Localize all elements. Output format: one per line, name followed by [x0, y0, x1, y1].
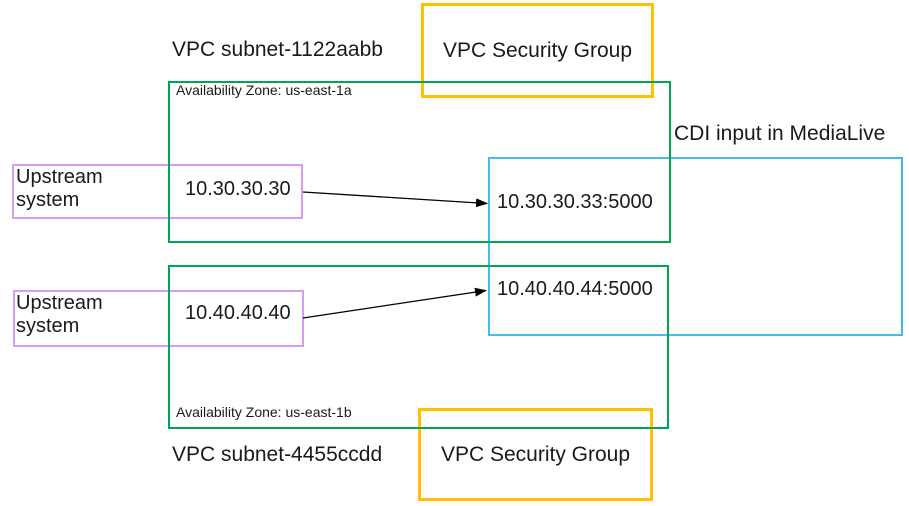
security-group-top-label: VPC Security Group	[442, 38, 633, 62]
upstream-system-a-box	[12, 164, 303, 219]
upstream-a-ip: 10.30.30.30	[185, 178, 291, 200]
security-group-bottom-box: VPC Security Group	[418, 408, 653, 501]
security-group-bottom-label: VPC Security Group	[440, 442, 631, 466]
upstream-system-b-label: Upstream system	[16, 292, 103, 337]
cdi-endpoint-a: 10.30.30.33:5000	[497, 191, 653, 213]
subnet-b-box	[168, 265, 669, 429]
subnet-b-availability-zone: Availability Zone: us-east-1b	[176, 404, 352, 420]
security-group-top-box: VPC Security Group	[421, 3, 654, 98]
upstream-system-a-label: Upstream system	[16, 166, 103, 211]
cdi-input-label: CDI input in MediaLive	[674, 122, 886, 145]
subnet-a-availability-zone: Availability Zone: us-east-1a	[176, 82, 352, 98]
cdi-input-box	[488, 157, 903, 336]
subnet-a-label: VPC subnet-1122aabb	[172, 38, 383, 61]
subnet-a-box	[168, 81, 671, 243]
subnet-b-label: VPC subnet-4455ccdd	[172, 443, 383, 466]
upstream-b-ip: 10.40.40.40	[185, 302, 291, 324]
cdi-endpoint-b: 10.40.40.44:5000	[497, 278, 653, 300]
